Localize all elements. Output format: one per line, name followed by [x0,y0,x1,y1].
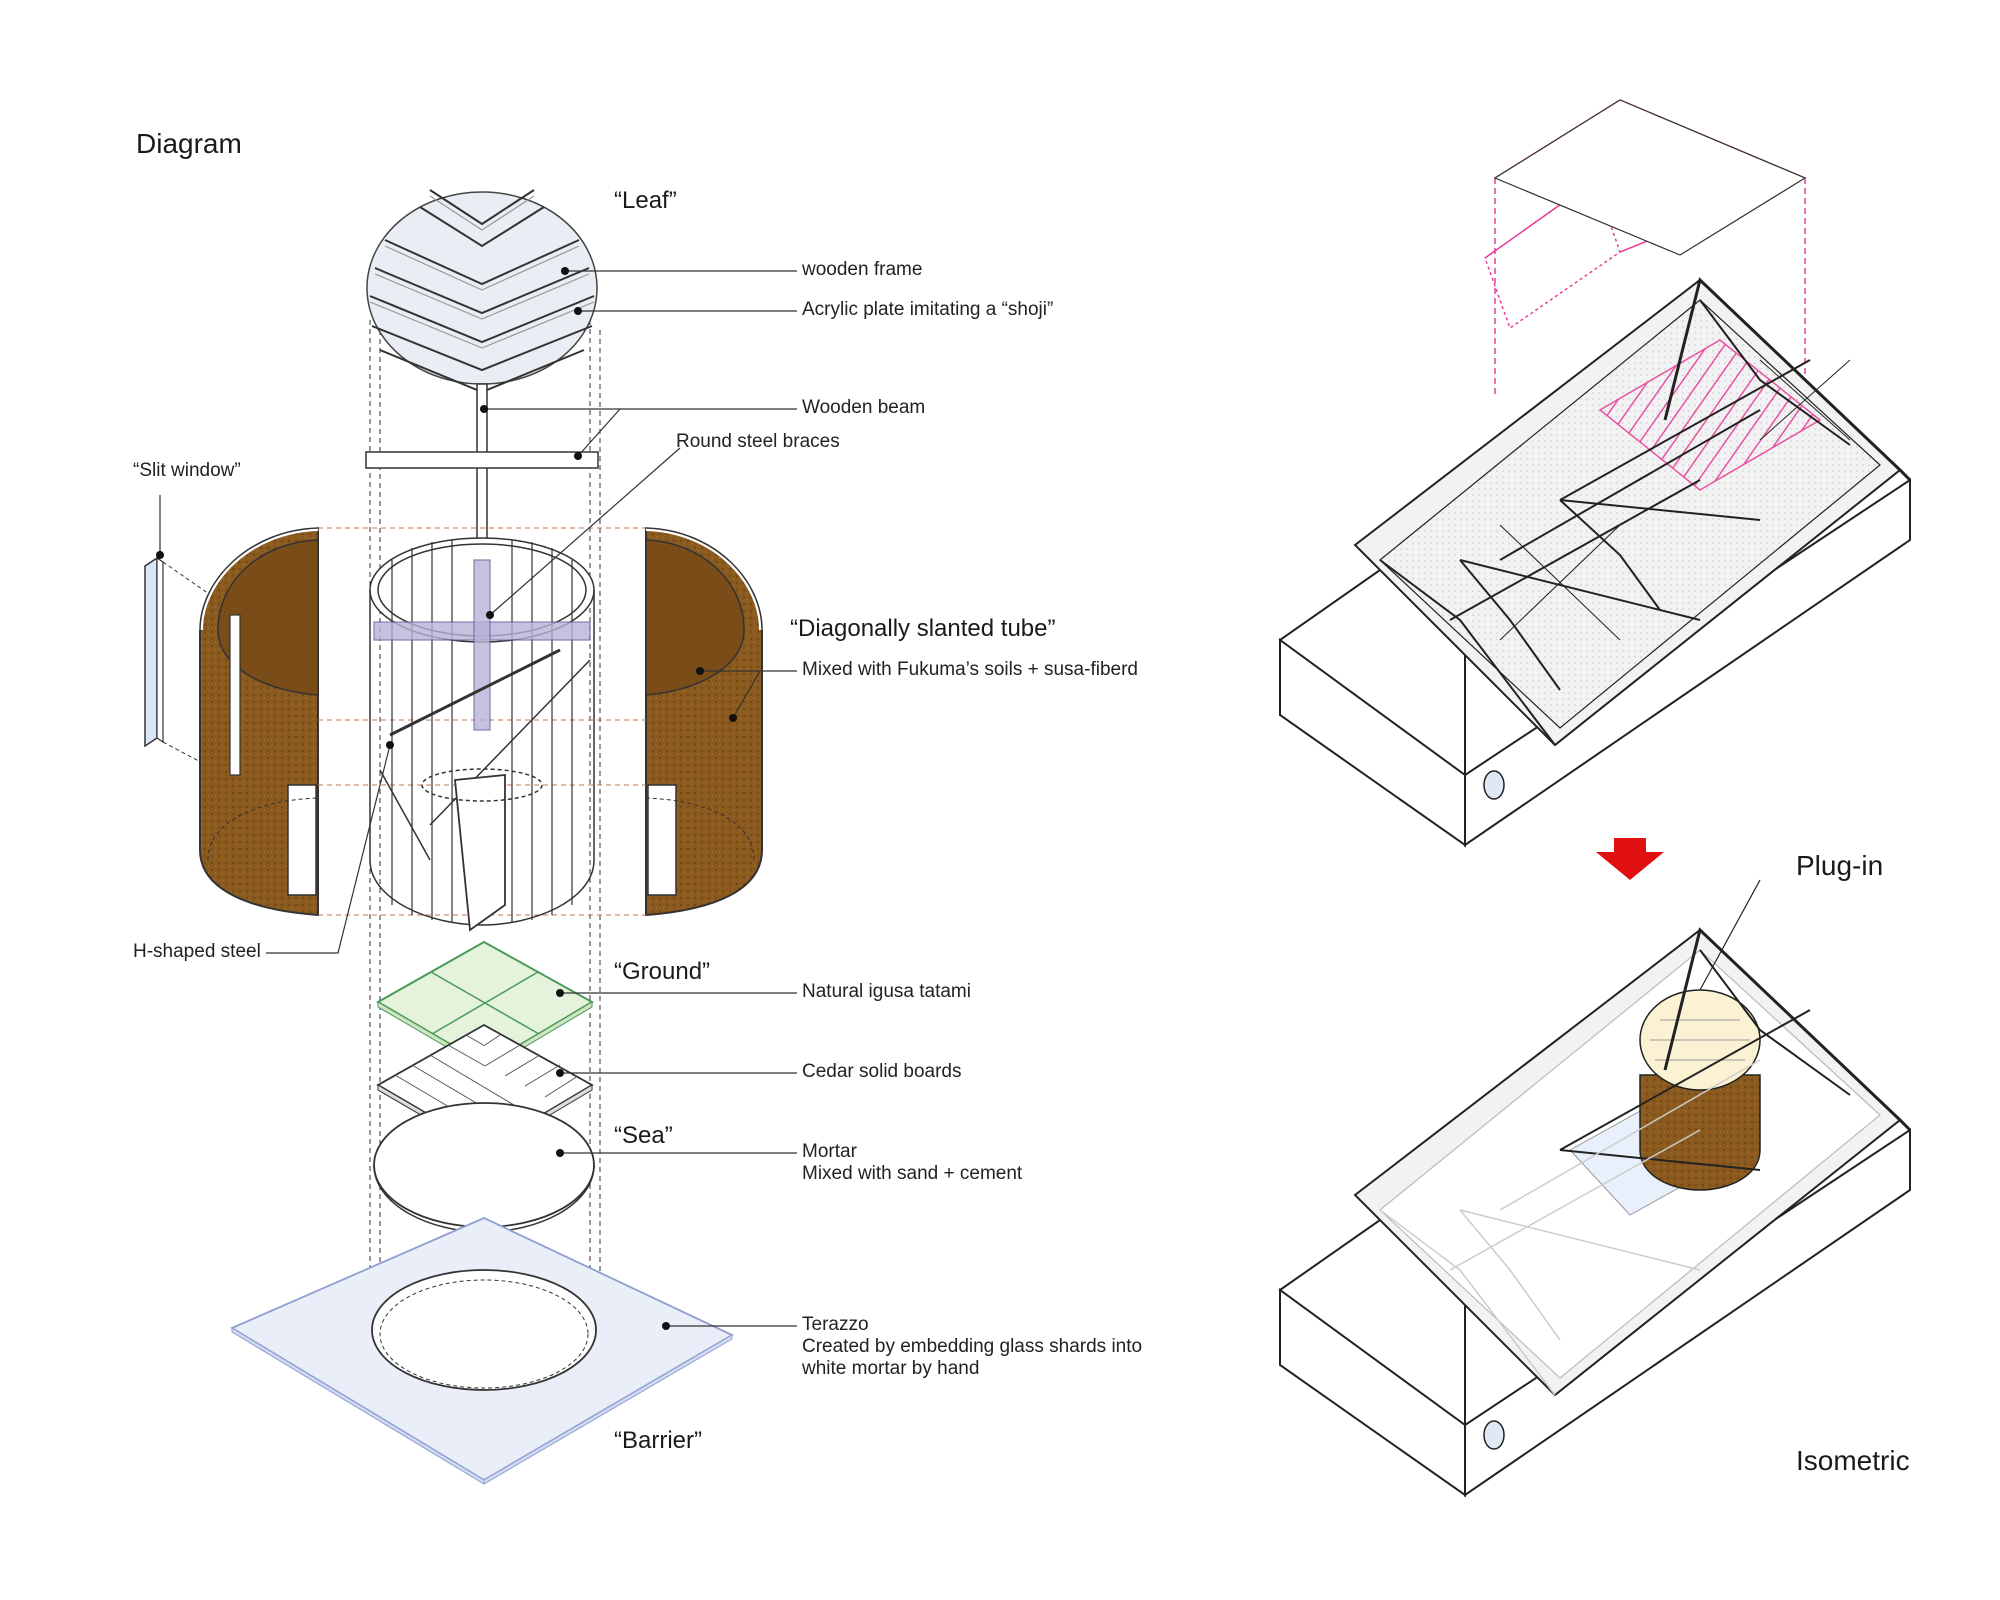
terazzo-desc-line1: Created by embedding glass shards into [802,1336,1143,1357]
tube-left-half [197,525,319,917]
tatami-layer [375,940,595,1071]
slanted-tube-label: “Diagonally slanted tube” [790,615,1056,642]
steel-cage [369,537,595,932]
terazzo-desc-line2: white mortar by hand [802,1358,980,1379]
ground-label: “Ground” [614,958,711,985]
wooden-frame-note: wooden frame [802,259,923,280]
tatami-note: Natural igusa tatami [802,981,971,1002]
leader-lines [159,270,797,1327]
fukuma-soils-note: Mixed with Fukuma’s soils + susa-fiberd [802,659,1138,680]
plugin-label: Plug-in [1796,850,1884,881]
isometric-house-bottom [1278,879,1912,1498]
mortar-note: Mortar [802,1141,857,1162]
isometric-house-top [1278,277,1912,848]
steel-braces-note: Round steel braces [676,431,840,452]
cedar-note: Cedar solid boards [802,1061,962,1082]
mortar-mix-note: Mixed with sand + cement [802,1163,1023,1184]
isometric-heading: Isometric [1796,1445,1910,1476]
wooden-beam [365,383,599,565]
mortar-disc [373,1102,595,1233]
terazzo-note: Terazzo [802,1314,869,1335]
slit-window [144,556,239,783]
acrylic-plate-note: Acrylic plate imitating a “shoji” [802,299,1054,320]
wooden-beam-note: Wooden beam [802,397,926,418]
barrier-label: “Barrier” [614,1427,702,1454]
leader-dots [156,267,737,1330]
tube-right-half [645,525,765,917]
leaf-label: “Leaf” [614,187,677,214]
diagram-heading: Diagram [136,128,242,159]
leaf-shoji-disc [366,189,598,394]
terrazzo-slab [230,1217,734,1485]
h-steel-note: H-shaped steel [133,941,261,962]
plugin-outline [1484,99,1807,395]
slit-window-label: “Slit window” [133,460,241,481]
transition-arrow-icon [1596,838,1664,880]
sea-label: “Sea” [614,1122,673,1149]
plugin-tube-miniature [1639,989,1761,1191]
